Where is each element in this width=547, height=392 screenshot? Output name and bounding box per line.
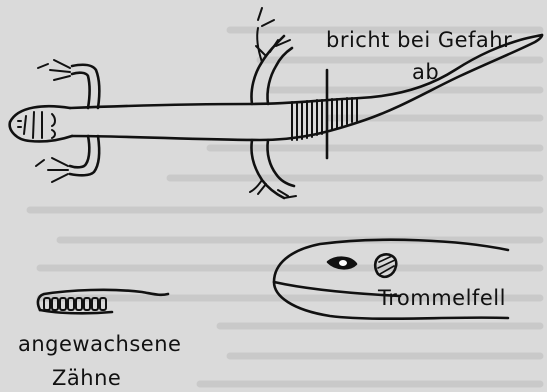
label-teeth-line1: angewachsene: [18, 334, 181, 355]
jaw-teeth: [38, 290, 168, 313]
label-teeth-line2: Zähne: [52, 368, 121, 389]
front-legs: [36, 60, 99, 182]
label-trommelfell: Trommelfell: [378, 288, 506, 309]
label-tail-break-line1: bricht bei Gefahr: [326, 30, 512, 51]
label-tail-break-line2: ab: [412, 62, 439, 83]
